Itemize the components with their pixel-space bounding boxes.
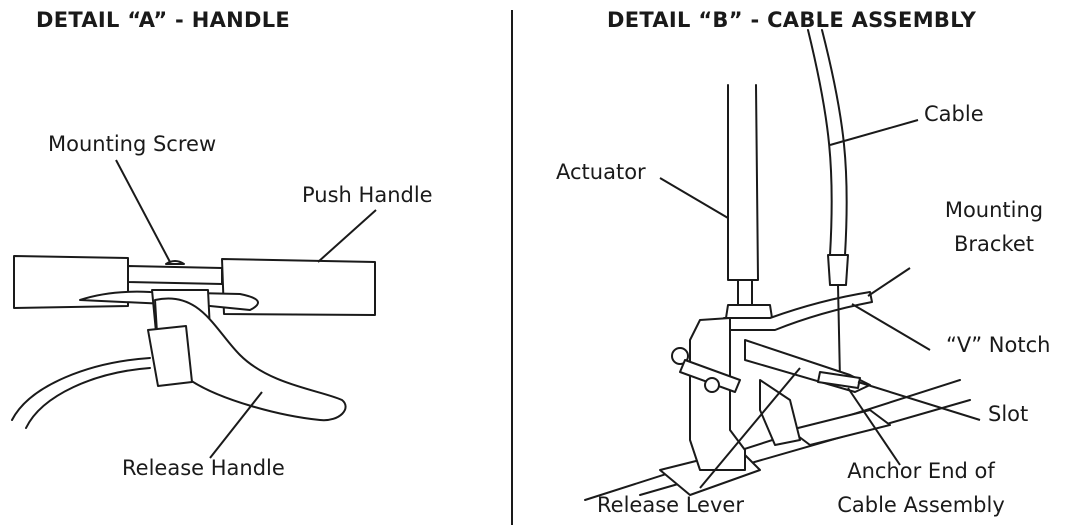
- panel-divider: [511, 10, 513, 525]
- base-plate-right: [789, 409, 891, 446]
- leader-cable: [829, 119, 919, 146]
- leader-actuator: [659, 177, 729, 219]
- label-mounting-bracket-line2: Bracket: [953, 232, 1035, 256]
- actuator-tube: [727, 84, 759, 281]
- mounting-bracket-plate: [723, 291, 873, 331]
- label-push-handle: Push Handle: [302, 183, 433, 207]
- cable-tube: [807, 29, 833, 256]
- label-slot: Slot: [988, 402, 1029, 426]
- label-cable: Cable: [924, 102, 984, 126]
- label-mounting-screw: Mounting Screw: [48, 132, 217, 156]
- release-handle-lever: [154, 297, 347, 422]
- leader-v-notch: [851, 303, 931, 351]
- actuator-threads: [737, 279, 753, 306]
- label-release-lever: Release Lever: [597, 493, 744, 517]
- leader-mounting-screw: [115, 159, 171, 263]
- detail-b-title: DETAIL “B” - CABLE ASSEMBLY: [607, 8, 977, 32]
- leader-push-handle: [317, 209, 377, 263]
- clevis-ring: [704, 377, 720, 393]
- leader-release-lever: [699, 367, 801, 489]
- label-anchor-end-line1: Anchor End of: [847, 459, 995, 483]
- mechanism-body: [689, 317, 746, 471]
- detail-a-title: DETAIL “A” - HANDLE: [36, 8, 291, 32]
- mounting-screw-head: [165, 260, 185, 265]
- connecting-bar: [127, 265, 223, 285]
- lower-linkage: [759, 379, 801, 446]
- cable-wire: [837, 284, 841, 381]
- label-release-handle: Release Handle: [122, 456, 285, 480]
- slot-plate: [817, 371, 861, 389]
- label-mounting-bracket-line1: Mounting: [944, 198, 1044, 222]
- label-v-notch: “V” Notch: [946, 333, 1051, 357]
- leader-slot: [857, 381, 981, 421]
- cable-tube-edge: [821, 29, 848, 256]
- leader-mounting-bracket: [867, 267, 911, 297]
- leader-release-handle: [209, 391, 263, 459]
- label-anchor-end-line2: Cable Assembly: [837, 493, 1005, 517]
- label-actuator: Actuator: [556, 160, 646, 184]
- cable-ferrule: [827, 254, 849, 286]
- handle-cable-inner: [25, 367, 151, 429]
- release-handle-collar: [147, 325, 193, 387]
- clevis-pin: [679, 359, 741, 393]
- handle-illustration: [11, 159, 377, 459]
- handle-cable: [11, 357, 151, 421]
- actuator-nut: [725, 304, 773, 319]
- leader-anchor-end: [847, 387, 901, 466]
